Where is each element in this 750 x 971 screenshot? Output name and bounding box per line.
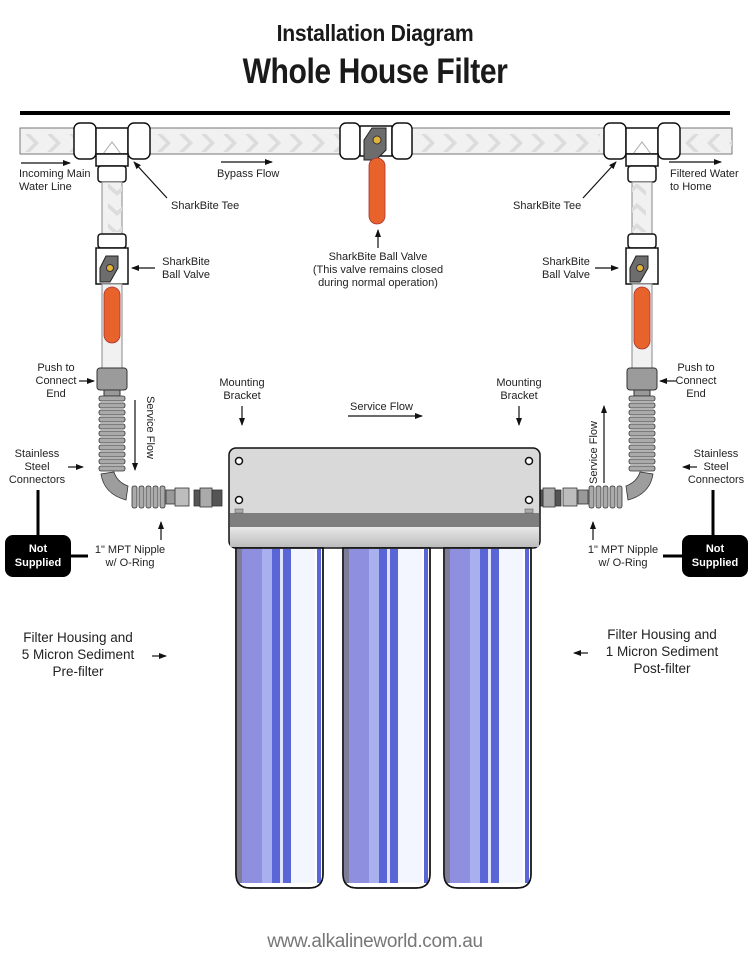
label-tee-right: SharkBite Tee — [513, 200, 582, 212]
left-inlet-pipe — [95, 181, 129, 369]
label-service-flow-left: Service Flow — [144, 396, 156, 459]
filter-stripe — [470, 549, 480, 883]
filter-stripe — [424, 549, 428, 883]
filter-stripe — [450, 549, 470, 883]
tee-right-pointer — [582, 161, 617, 199]
push-to-connect-right — [626, 367, 658, 397]
mounting-bracket — [228, 447, 541, 549]
filter-stripe — [379, 549, 387, 883]
filter-stripe — [369, 549, 379, 883]
diagram-title: Installation Diagram — [276, 20, 474, 46]
valve-handle-right — [633, 286, 651, 350]
label-tee-left: SharkBite Tee — [171, 200, 240, 212]
stainless-connector-hose-left — [98, 395, 223, 509]
label-bypass-valve: SharkBite Ball Valve(This valve remains … — [312, 251, 444, 289]
filter-stripe — [488, 549, 491, 883]
sharkbite-tee-left — [73, 122, 151, 183]
filter-stripe — [280, 549, 283, 883]
annotation-arrows — [21, 159, 722, 659]
filter-stripe — [525, 549, 529, 883]
filter-stripe — [283, 549, 291, 883]
push-to-connect-left — [96, 367, 128, 397]
filter-stripe — [272, 549, 280, 883]
filter-housing-prefilter — [235, 547, 324, 889]
label-service-flow-top: Service Flow — [350, 401, 413, 413]
label-service-flow-right: Service Flow — [588, 421, 600, 484]
filter-stripe — [491, 549, 499, 883]
label-bypass-flow: Bypass Flow — [217, 168, 280, 180]
sharkbite-tee-right — [603, 122, 681, 183]
tee-left-pointer — [133, 161, 168, 199]
diagram-subtitle: Whole House Filter — [242, 52, 508, 91]
website-footer[interactable]: www.alkalineworld.com.au — [267, 931, 483, 952]
filter-stripe — [349, 549, 369, 883]
sharkbite-bypass-ball-valve — [339, 122, 413, 225]
filter-stripe — [237, 549, 242, 883]
filter-stripe — [317, 549, 321, 883]
header-rule — [20, 111, 730, 115]
filter-housing-postfilter — [443, 547, 532, 889]
filter-stripe — [242, 549, 262, 883]
filter-stripe — [398, 549, 422, 883]
filter-stripe — [262, 549, 272, 883]
stainless-connector-hose-right — [536, 395, 656, 509]
not-supplied-leaders — [36, 490, 715, 558]
filter-stripe — [387, 549, 390, 883]
filter-stripe — [390, 549, 398, 883]
filter-stripe — [480, 549, 488, 883]
right-outlet-pipe — [625, 181, 659, 369]
filter-stripe — [291, 549, 315, 883]
filter-stripe — [499, 549, 523, 883]
valve-handle-left — [103, 286, 121, 344]
filter-stripe — [445, 549, 450, 883]
filter-housing-middle — [342, 547, 431, 889]
filter-stripe — [344, 549, 349, 883]
